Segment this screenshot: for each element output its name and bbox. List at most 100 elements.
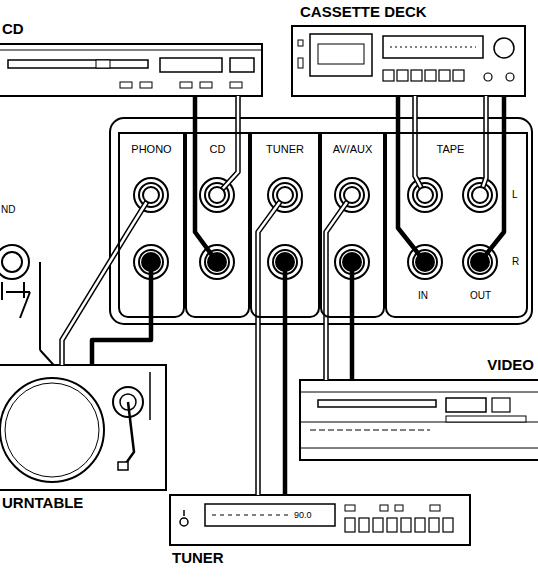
cable-end <box>119 195 152 248</box>
rear-panel <box>110 118 532 324</box>
cable-end <box>415 133 425 196</box>
black-cable <box>92 318 151 366</box>
device-label: VIDEO <box>298 356 534 374</box>
tuner <box>387 518 397 532</box>
cd-player <box>8 60 148 68</box>
tuner <box>395 505 403 511</box>
rca-plug <box>416 253 434 271</box>
rca-jack <box>273 250 297 274</box>
cassette-deck <box>298 40 303 46</box>
video-recorder <box>300 448 538 449</box>
tuner <box>430 505 440 511</box>
cassette-deck <box>383 36 483 58</box>
rca-plug <box>471 253 489 271</box>
component-unit: CD <box>0 44 262 96</box>
rca-plug <box>277 187 293 203</box>
tuner <box>170 495 470 545</box>
ground-terminal <box>2 262 60 372</box>
cd-player <box>230 82 242 88</box>
tuner <box>170 495 470 545</box>
cassette-deck <box>292 26 525 96</box>
input-panel: AV/AUX <box>320 132 385 318</box>
rca-jack <box>340 250 364 274</box>
cassette-deck <box>425 70 436 81</box>
rca-jack <box>463 178 497 212</box>
white-cable <box>325 318 328 381</box>
video-recorder <box>300 380 538 460</box>
component-unit: VIDEO <box>300 380 536 460</box>
tuner <box>373 518 383 532</box>
tuner <box>415 518 425 532</box>
turntable <box>0 365 166 490</box>
cable-outline <box>62 195 151 365</box>
white-cable <box>485 96 488 133</box>
label-holder: OUT <box>470 290 491 302</box>
video-recorder <box>300 380 538 460</box>
rca-jack <box>134 178 168 212</box>
turntable <box>149 372 151 420</box>
black-cable <box>350 318 355 381</box>
tuner <box>401 518 411 532</box>
label-holder: ND <box>1 204 15 216</box>
video-recorder <box>310 430 430 431</box>
cd-player <box>230 58 254 72</box>
component-unit: TUNER <box>170 495 470 545</box>
turntable <box>118 462 128 470</box>
cassette-deck <box>310 34 372 76</box>
cd-player <box>0 44 262 96</box>
component-unit: URNTABLE <box>0 365 166 490</box>
white-cable <box>257 318 260 496</box>
rear-panel <box>110 118 532 324</box>
rca-jack <box>200 245 234 279</box>
device-label: TUNER <box>172 549 472 567</box>
cd-player <box>200 82 212 88</box>
turntable <box>5 383 99 477</box>
cassette-deck <box>506 73 514 81</box>
cd-player <box>120 82 132 88</box>
label-holder: 90.0 <box>294 509 312 521</box>
terminal-label: ND <box>1 204 15 216</box>
turntable <box>124 402 134 466</box>
cd-player <box>180 82 192 88</box>
tuner <box>345 518 355 532</box>
input-label: TUNER <box>252 134 318 156</box>
cassette-deck <box>298 58 303 68</box>
cable-end <box>217 133 238 196</box>
cassette-deck <box>390 47 476 48</box>
rca-plug <box>343 253 361 271</box>
tuner <box>212 515 290 516</box>
input-label: AV/AUX <box>322 134 383 156</box>
black-cable <box>283 318 288 496</box>
cassette-deck <box>439 70 450 81</box>
cassette-deck <box>494 38 514 58</box>
input-panel: TAPE <box>385 132 528 318</box>
cassette-deck <box>383 70 394 81</box>
device-label: CASSETTE DECK <box>300 3 533 21</box>
label-holder: L <box>512 189 518 201</box>
input-panel: CD <box>185 132 250 318</box>
jack-label: IN <box>418 290 428 302</box>
cable-outline <box>480 96 486 195</box>
black-cable <box>193 96 198 133</box>
tuner <box>183 510 185 516</box>
video-recorder <box>492 398 510 412</box>
black-cable <box>502 96 507 133</box>
cd-player <box>96 60 110 68</box>
turntable <box>0 378 104 482</box>
cd-player <box>0 44 262 96</box>
rca-plug <box>344 187 360 203</box>
rca-plug <box>209 187 225 203</box>
rca-plug <box>142 253 160 271</box>
cable-outline <box>415 96 425 195</box>
cassette-deck <box>453 70 464 81</box>
input-label: PHONO <box>120 134 183 156</box>
tuner <box>180 518 188 526</box>
component-unit: CASSETTE DECK <box>292 26 525 96</box>
jack-label: OUT <box>470 290 491 302</box>
turntable <box>0 365 166 490</box>
video-recorder <box>318 400 436 407</box>
display-readout: 90.0 <box>294 509 312 521</box>
cd-player <box>0 50 262 51</box>
